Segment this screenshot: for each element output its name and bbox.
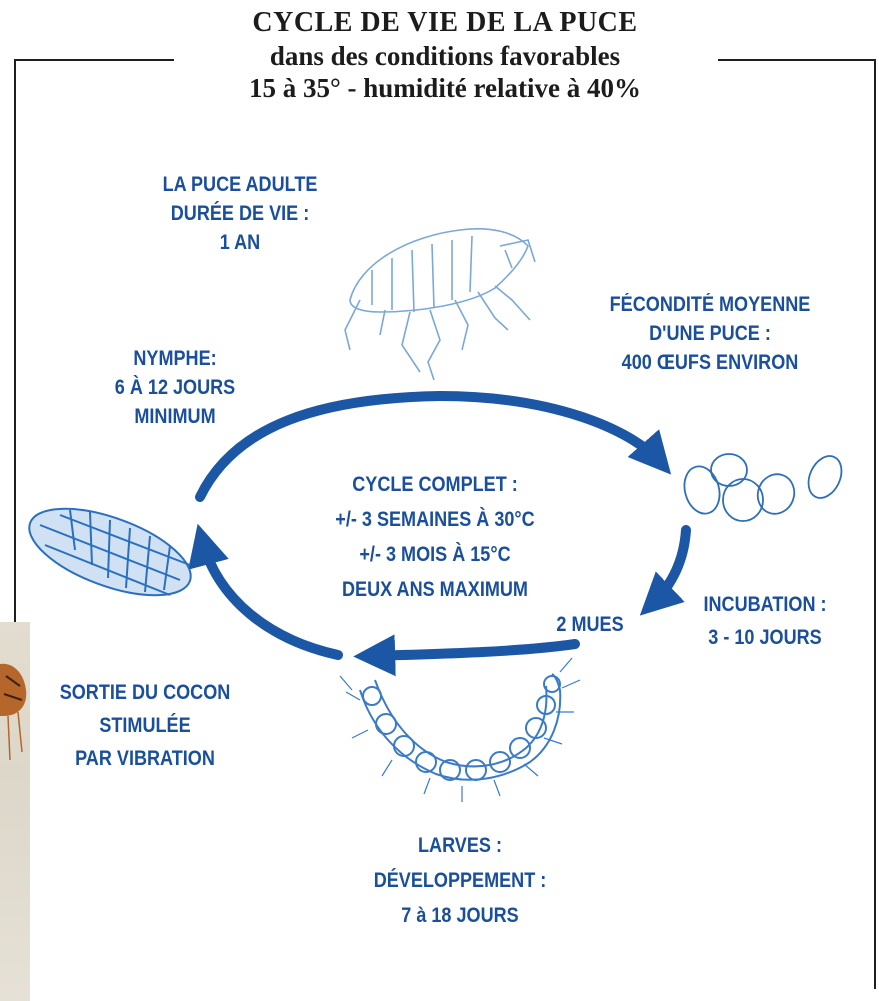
- flea-photo-fragment: [0, 663, 27, 761]
- label-cycle-complete: CYCLE COMPLET : +/- 3 SEMAINES À 30°C +/…: [335, 473, 535, 601]
- cocoon-drawing: [28, 507, 192, 597]
- diagram-conditions: 15 à 35° - humidité relative à 40%: [248, 73, 641, 103]
- larva-drawing: [339, 657, 581, 802]
- label-incubation: INCUBATION : 3 - 10 JOURS: [703, 593, 827, 649]
- frame-left: [14, 59, 16, 624]
- arrow-nymph-to-adult: [188, 523, 343, 660]
- label-nymph: NYMPHE: 6 À 12 JOURS MINIMUM: [114, 347, 236, 428]
- frame-right: [874, 59, 876, 989]
- adult-flea-drawing: [344, 227, 536, 381]
- eggs-drawing: [683, 453, 843, 522]
- frame-top-right: [718, 59, 876, 61]
- arrow-larvae-to-nymph: [353, 634, 580, 677]
- frame-top-left: [14, 59, 174, 61]
- label-molts: 2 MUES: [556, 613, 624, 636]
- cycle-arrows: [188, 390, 691, 677]
- label-fecundity: FÉCONDITÉ MOYENNE D'UNE PUCE : 400 ŒUFS …: [609, 293, 811, 374]
- arrow-eggs-to-larvae: [639, 525, 691, 616]
- diagram-header: CYCLE DE VIE DE LA PUCE dans des conditi…: [170, 6, 720, 104]
- diagram-title: CYCLE DE VIE DE LA PUCE: [252, 7, 638, 38]
- label-adult-flea: LA PUCE ADULTE DURÉE DE VIE : 1 AN: [162, 173, 318, 254]
- arrow-adult-to-eggs: [195, 390, 672, 502]
- label-cocoon-exit: SORTIE DU COCON STIMULÉE PAR VIBRATION: [59, 681, 231, 770]
- diagram-subtitle: dans des conditions favorables: [269, 41, 621, 71]
- label-larvae: LARVES : DÉVELOPPEMENT : 7 à 18 JOURS: [373, 834, 547, 927]
